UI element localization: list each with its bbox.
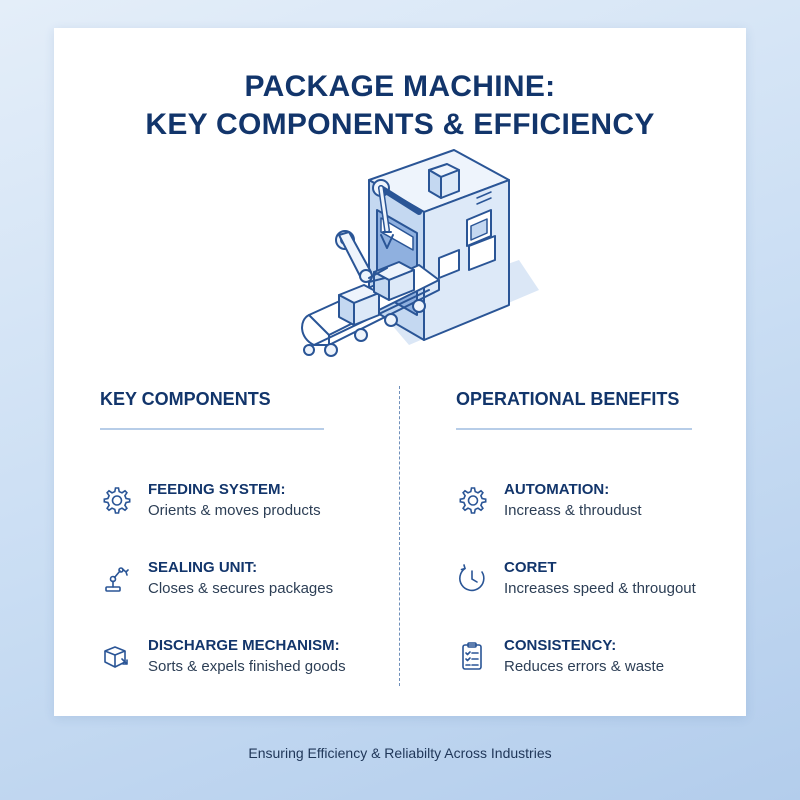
infographic-card: PACKAGE MACHINE: KEY COMPONENTS & EFFICI… (54, 28, 746, 716)
component-title: DISCHARGE MECHANISM: (148, 637, 340, 654)
key-components-heading: KEY COMPONENTS (100, 389, 271, 409)
footer-tagline: Ensuring Efficiency & Reliabilty Across … (248, 745, 552, 761)
benefit-title: CONSISTENCY: (504, 637, 617, 654)
title-line-1: PACKAGE MACHINE: (244, 70, 556, 103)
benefit-item-speed: CORET Increases speed & througout (456, 558, 716, 608)
component-item-discharge: DISCHARGE MECHANISM: Sorts & expels fini… (100, 636, 360, 686)
benefit-description: Increases speed & througout (504, 580, 696, 597)
operational-benefits-section: OPERATIONAL BENEFITS AUTOMATION: Increas… (456, 380, 706, 675)
component-description: Sorts & expels finished goods (148, 658, 346, 675)
component-description: Closes & secures packages (148, 580, 334, 597)
benefit-title: AUTOMATION: (504, 481, 610, 498)
component-item-sealing: SEALING UNIT: Closes & secures packages (100, 558, 360, 608)
clock-icon (459, 564, 485, 592)
component-item-feeding: FEEDING SYSTEM: Orients & moves products (100, 480, 360, 530)
robot-arm-icon (105, 567, 129, 592)
gear-icon (459, 487, 487, 514)
clipboard-icon (462, 642, 482, 670)
page-title: PACKAGE MACHINE: KEY COMPONENTS & EFFICI… (54, 68, 746, 144)
component-description: Orients & moves products (148, 502, 321, 519)
benefit-title: CORET (504, 559, 557, 576)
gear-icon (103, 487, 131, 514)
column-divider (399, 386, 400, 686)
heading-rule (100, 428, 324, 430)
packaging-machine-illustration (301, 149, 539, 357)
benefit-description: Increass & throudust (504, 502, 642, 519)
box-icon (104, 646, 128, 668)
title-line-2: KEY COMPONENTS & EFFICIENCY (145, 108, 655, 141)
key-components-section: KEY COMPONENTS FEEDING SYSTEM: Orients &… (100, 380, 350, 675)
operational-benefits-heading: OPERATIONAL BENEFITS (456, 389, 680, 409)
benefit-item-consistency: CONSISTENCY: Reduces errors & waste (456, 636, 716, 686)
benefit-description: Reduces errors & waste (504, 658, 665, 675)
component-title: FEEDING SYSTEM: (148, 481, 286, 498)
benefit-item-automation: AUTOMATION: Increass & throudust (456, 480, 716, 530)
component-title: SEALING UNIT: (148, 559, 258, 576)
heading-rule (456, 428, 692, 430)
